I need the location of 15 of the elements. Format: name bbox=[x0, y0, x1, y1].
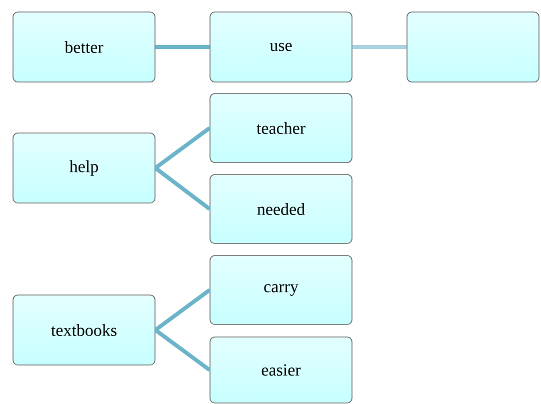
word-box: easier bbox=[210, 336, 352, 404]
word-box: use bbox=[210, 12, 352, 82]
word-box: help bbox=[12, 132, 156, 204]
connector-line bbox=[154, 288, 211, 332]
connector-line bbox=[154, 126, 211, 170]
connector-line bbox=[154, 166, 211, 211]
connector-line bbox=[155, 45, 210, 49]
word-box: needed bbox=[210, 174, 352, 244]
word-box: teacher bbox=[210, 93, 352, 163]
empty-box bbox=[406, 12, 540, 82]
word-box: better bbox=[12, 12, 156, 82]
word-box: carry bbox=[210, 255, 352, 325]
connector-line bbox=[154, 328, 211, 372]
connector-line bbox=[352, 45, 407, 49]
word-box: textbooks bbox=[12, 294, 156, 366]
